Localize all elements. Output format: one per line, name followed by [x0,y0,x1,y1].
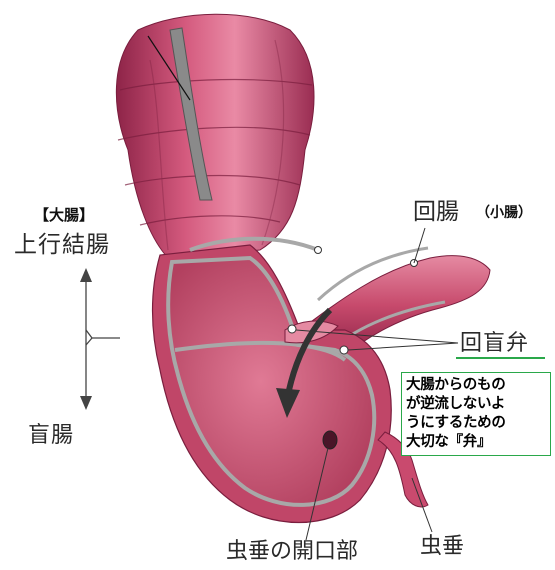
ascending-colon-label: 上行結腸 [14,234,110,257]
cecum-label: 盲腸 [28,425,74,447]
region-bracket [86,270,120,408]
note-line: が逆流しないよ [406,395,547,414]
appendix-opening [323,431,337,449]
bracket-arrow-down [80,396,92,410]
appendix-label: 虫垂 [420,536,464,558]
note-line: 大腸からのもの [406,376,547,395]
leader-ileum [414,228,425,263]
valve-pin-2 [340,346,348,354]
valve-note-box: 大腸からのもの が逆流しないよ うにするための 大切な『弁』 [401,372,551,456]
note-line: 大切な『弁』 [406,433,547,452]
bracket-arrow-up [80,268,92,282]
valve-pin-1 [288,325,296,333]
ileocecal-valve-label: 回盲弁 [460,333,529,355]
note-line: うにするための [406,414,547,433]
small-intestine-label: （小腸） [476,206,532,220]
upper-pin [315,247,322,254]
ileum-label: 回腸 [413,201,459,224]
large-intestine-label: 【大腸】 [34,208,94,223]
appendix-opening-label: 虫垂の開口部 [226,541,358,563]
